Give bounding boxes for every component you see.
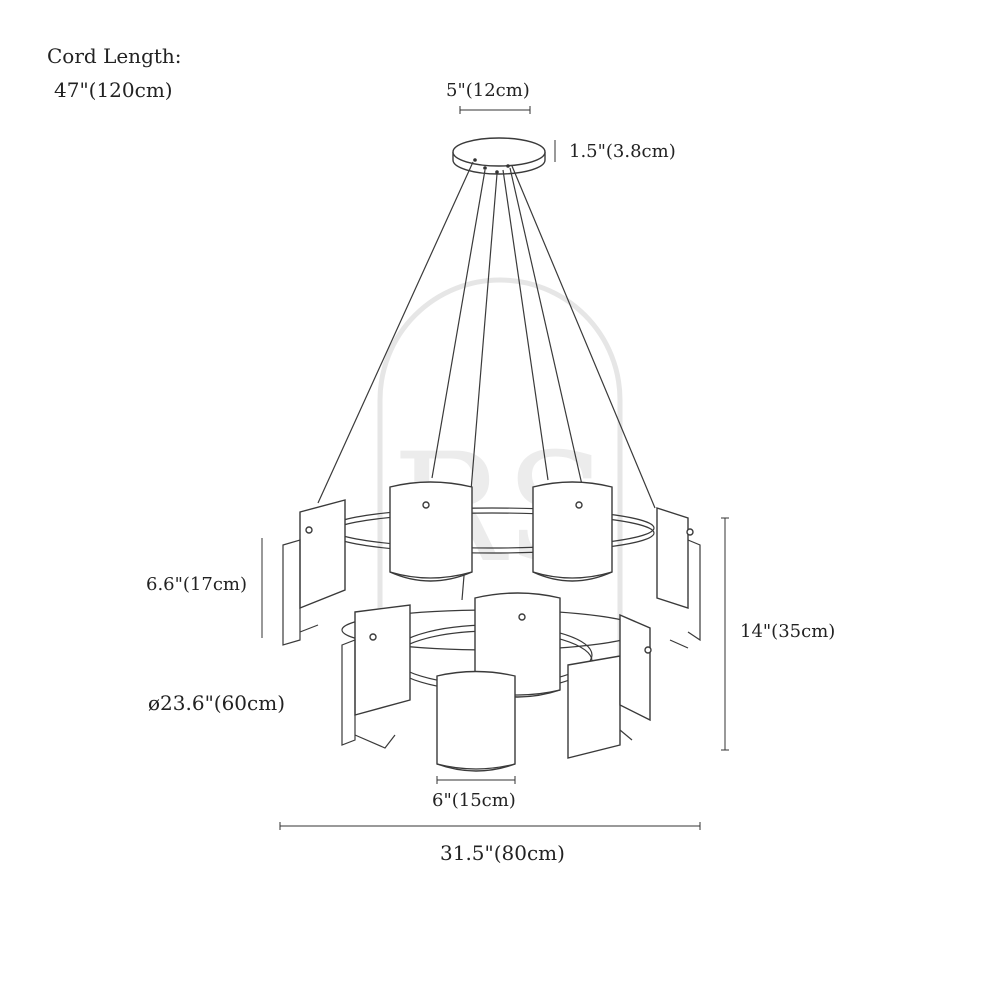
bottom-cylinder-shade [436,670,516,772]
suspension-cables [317,161,656,601]
ceiling-canopy [452,137,546,175]
upper-panel-right [656,507,701,649]
cord-length-label: Cord Length: [47,44,182,68]
dimension-canopy-width [459,106,531,114]
lower-panel-right [567,613,652,759]
inner-ring-diameter-label: ø23.6"(60cm) [148,691,285,715]
dimension-total-diameter [279,822,701,830]
total-height-label: 14"(35cm) [740,621,836,642]
canopy-height-label: 1.5"(3.8cm) [569,141,676,162]
upper-panel-left [282,499,346,646]
dimension-center-shade-width [436,776,516,784]
upper-cylinder-shade-right [532,481,613,582]
dimension-total-height [721,517,729,751]
center-shade-width-label: 6"(15cm) [432,790,516,811]
total-diameter-label: 31.5"(80cm) [440,841,565,865]
canopy-width-label: 5"(12cm) [446,80,530,101]
shade-height-label: 6.6"(17cm) [146,574,248,595]
cord-length-value: 47"(120cm) [54,78,173,102]
upper-cylinder-shade-left [389,481,473,582]
lower-panel-left [341,604,411,749]
